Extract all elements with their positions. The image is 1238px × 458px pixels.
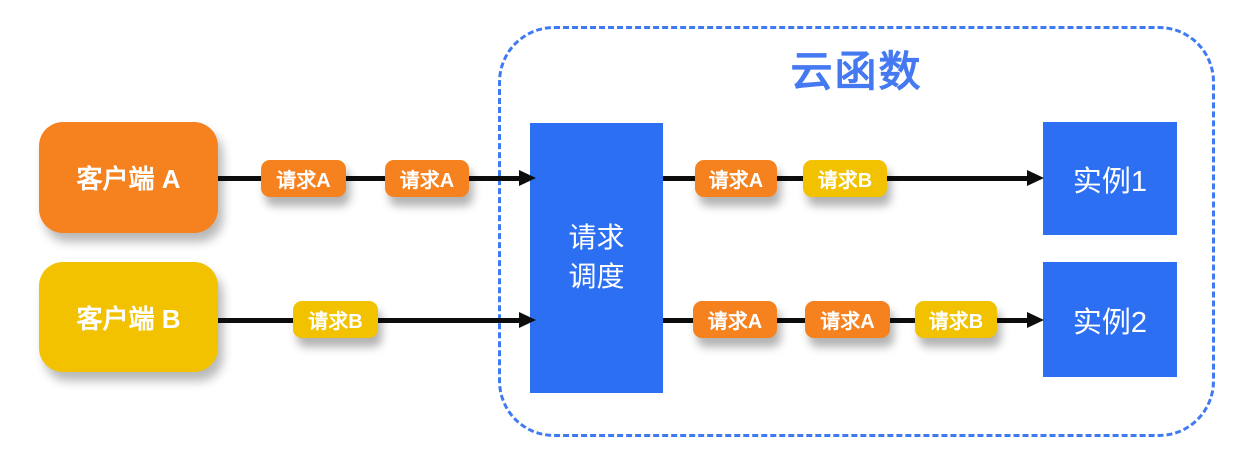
request-chip: 请求B — [915, 301, 997, 338]
request-chip: 请求A — [805, 301, 890, 338]
request-chip: 请求B — [293, 301, 378, 338]
client-a-node: 客户端 A — [39, 122, 218, 233]
instance-1-node: 实例1 — [1043, 122, 1177, 235]
request-chip: 请求A — [385, 160, 469, 197]
arrowhead-client-b-to-dispatcher — [519, 312, 536, 328]
request-chip: 请求A — [261, 160, 346, 197]
arrow-client-a-to-dispatcher — [218, 176, 521, 181]
request-chip: 请求A — [693, 301, 777, 338]
instance-1-label: 实例1 — [1072, 165, 1148, 198]
instance-2-node: 实例2 — [1043, 262, 1177, 377]
client-b-label: 客户端 B — [76, 303, 181, 334]
request-chip: 请求B — [803, 160, 887, 197]
dispatcher-label-line2: 调度 — [568, 261, 625, 292]
cloud-function-boundary: 云函数 — [498, 26, 1215, 437]
client-a-label: 客户端 A — [76, 164, 181, 194]
client-b-node: 客户端 B — [39, 262, 218, 372]
dispatcher-label-line1: 请求 — [568, 222, 625, 254]
arrowhead-dispatcher-to-instance-2 — [1027, 312, 1044, 328]
instance-2-label: 实例2 — [1072, 306, 1148, 339]
arrowhead-dispatcher-to-instance-1 — [1027, 170, 1044, 186]
request-dispatcher-node: 请求 调度 — [530, 123, 663, 393]
arrowhead-client-a-to-dispatcher — [519, 170, 536, 186]
request-chip: 请求A — [695, 160, 777, 197]
cloud-function-title: 云函数 — [790, 48, 923, 95]
